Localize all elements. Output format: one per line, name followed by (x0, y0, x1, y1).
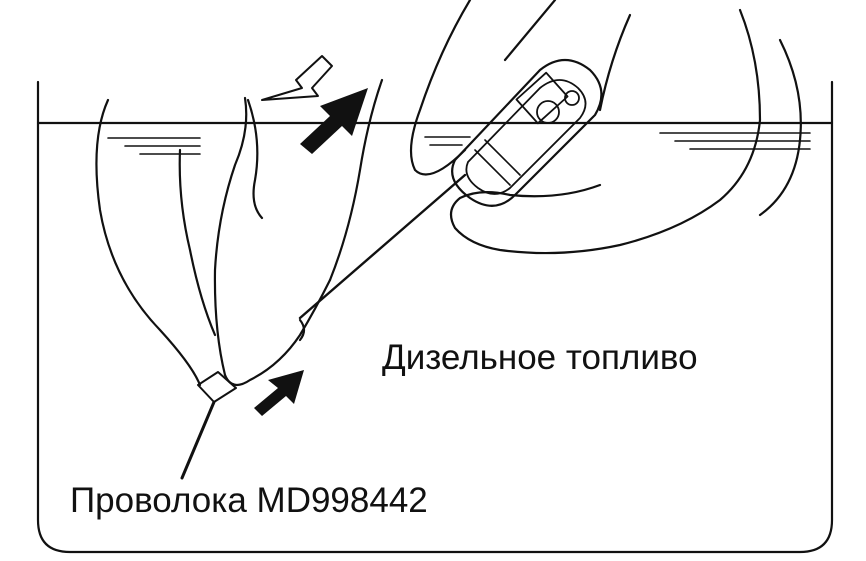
wire-grip (197, 371, 237, 403)
fuel-label: Дизельное топливо (382, 338, 698, 377)
wire-label: Проволока MD998442 (70, 481, 428, 520)
wire (298, 173, 467, 320)
float-sensor (451, 58, 603, 207)
surface-ripples (107, 132, 811, 155)
wire-leader-line (180, 400, 216, 480)
solid-arrow-icon (300, 88, 368, 154)
outline-arrow-icon (261, 55, 333, 101)
fuel-container (36, 80, 834, 554)
left-hand (95, 78, 384, 387)
solid-arrow-icon (254, 370, 304, 416)
right-hand (409, 0, 802, 255)
